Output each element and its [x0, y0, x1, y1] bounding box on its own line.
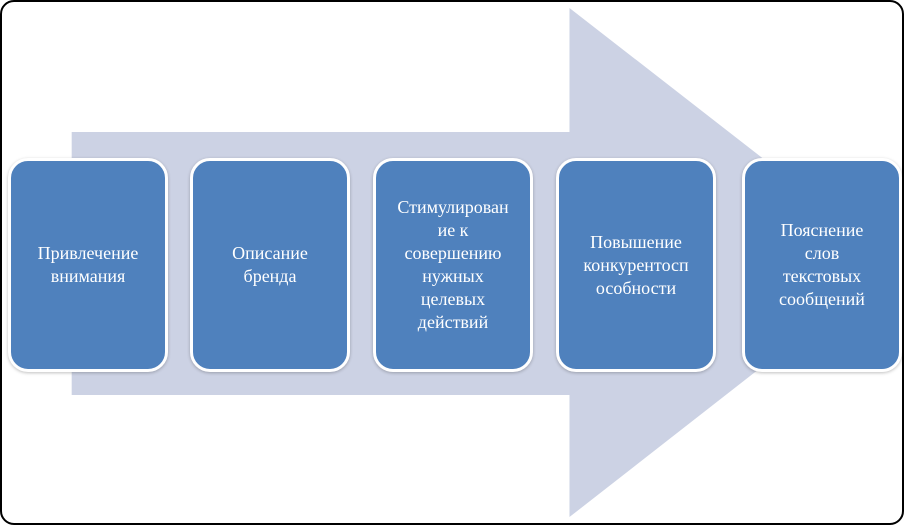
- process-step-1-label: Привлечение внимания: [37, 243, 139, 286]
- process-step-5-label: Пояснение слов текстовых сообщений: [779, 220, 865, 309]
- process-step-3-label: Стимулирован ие к совершению нужных целе…: [397, 197, 509, 332]
- process-step-4: Повышение конкурентосп особности: [556, 158, 716, 372]
- process-step-2: Описание бренда: [190, 158, 350, 372]
- process-step-5: Пояснение слов текстовых сообщений: [742, 158, 902, 372]
- process-step-4-label: Повышение конкурентосп особности: [583, 231, 689, 298]
- process-step-1: Привлечение внимания: [8, 158, 168, 372]
- process-step-2-label: Описание бренда: [232, 243, 308, 286]
- process-step-3: Стимулирован ие к совершению нужных целе…: [373, 158, 533, 372]
